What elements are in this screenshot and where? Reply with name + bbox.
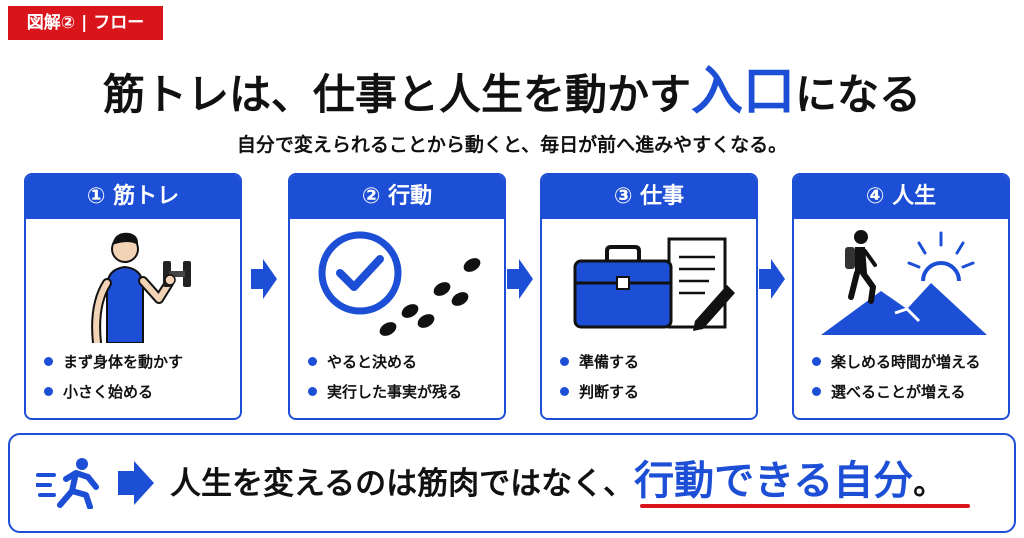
conclusion-highlight: 行動できる自分 (634, 458, 914, 504)
highlight-underline (640, 504, 970, 508)
conclusion-pre: 人生を変えるのは筋肉ではなく、 (170, 466, 635, 502)
bullet-list: 楽しめる時間が増える 選べることが増える (812, 347, 981, 407)
bullet-dot-icon (812, 357, 821, 366)
bullet-dot-icon (560, 387, 569, 396)
running-person-icon (36, 458, 154, 509)
bullet-item: 実行した事実が残る (308, 377, 462, 407)
card-training: ① 筋トレ まず身体を動かす 小さく始める (24, 173, 242, 420)
bullet-dot-icon (44, 357, 53, 366)
conclusion-text: 人生を変えるのは筋肉ではなく、行動できる自分。 (170, 453, 944, 512)
hiker-mountain-sun-icon (794, 225, 1008, 345)
bullet-text: 小さく始める (63, 383, 154, 401)
card-work: ③ 仕事 準備する 判断する (540, 173, 758, 420)
conclusion-post: 。 (913, 466, 945, 502)
athlete-dumbbell-icon (26, 225, 240, 345)
bullet-dot-icon (44, 387, 53, 396)
bullet-dot-icon (308, 387, 317, 396)
bullet-list: 準備する 判断する (560, 347, 639, 407)
page-subtitle: 自分で変えられることから動くと、毎日が前へ進みやすくなる。 (236, 134, 788, 156)
card-life: ④ 人生 楽しめる時間が増える 選べることが増える (792, 173, 1010, 420)
card-heading: ② 行動 (290, 175, 504, 219)
bullet-item: 判断する (560, 377, 639, 407)
title-post: になる (795, 70, 922, 119)
bullet-list: まず身体を動かす 小さく始める (44, 347, 183, 407)
title-pre: 筋トレは、仕事と人生を動かす (102, 70, 691, 119)
card-heading: ① 筋トレ (26, 175, 240, 219)
bullet-item: 選べることが増える (812, 377, 981, 407)
bullet-text: 実行した事実が残る (327, 383, 463, 401)
conclusion-box: 人生を変えるのは筋肉ではなく、行動できる自分。 (8, 433, 1016, 533)
bullet-item: 小さく始める (44, 377, 183, 407)
bullet-dot-icon (308, 357, 317, 366)
title-highlight: 入口 (690, 62, 795, 122)
bullet-text: やると決める (327, 353, 418, 371)
card-heading: ④ 人生 (794, 175, 1008, 219)
bullet-item: 準備する (560, 347, 639, 377)
bullet-text: まず身体を動かす (63, 353, 184, 371)
card-heading: ③ 仕事 (542, 175, 756, 219)
bullet-dot-icon (560, 357, 569, 366)
bullet-list: やると決める 実行した事実が残る (308, 347, 462, 407)
check-footprints-icon (290, 225, 504, 345)
bullet-item: やると決める (308, 347, 462, 377)
tag-label: 図解② | フロー (8, 6, 163, 40)
flow-arrow-icon (507, 259, 533, 299)
flow-arrow-icon (251, 259, 277, 299)
page-title: 筋トレは、仕事と人生を動かす入口になる (0, 52, 1024, 132)
bullet-dot-icon (812, 387, 821, 396)
flow-arrow-icon (759, 259, 785, 299)
bullet-text: 判断する (579, 383, 640, 401)
bullet-text: 選べることが増える (831, 383, 966, 401)
bullet-item: まず身体を動かす (44, 347, 183, 377)
bullet-item: 楽しめる時間が増える (812, 347, 981, 377)
bullet-text: 楽しめる時間が増える (831, 353, 981, 371)
briefcase-document-icon (542, 225, 756, 345)
bullet-text: 準備する (579, 353, 640, 371)
card-action: ② 行動 やると決める 実行した事実が残る (288, 173, 506, 420)
